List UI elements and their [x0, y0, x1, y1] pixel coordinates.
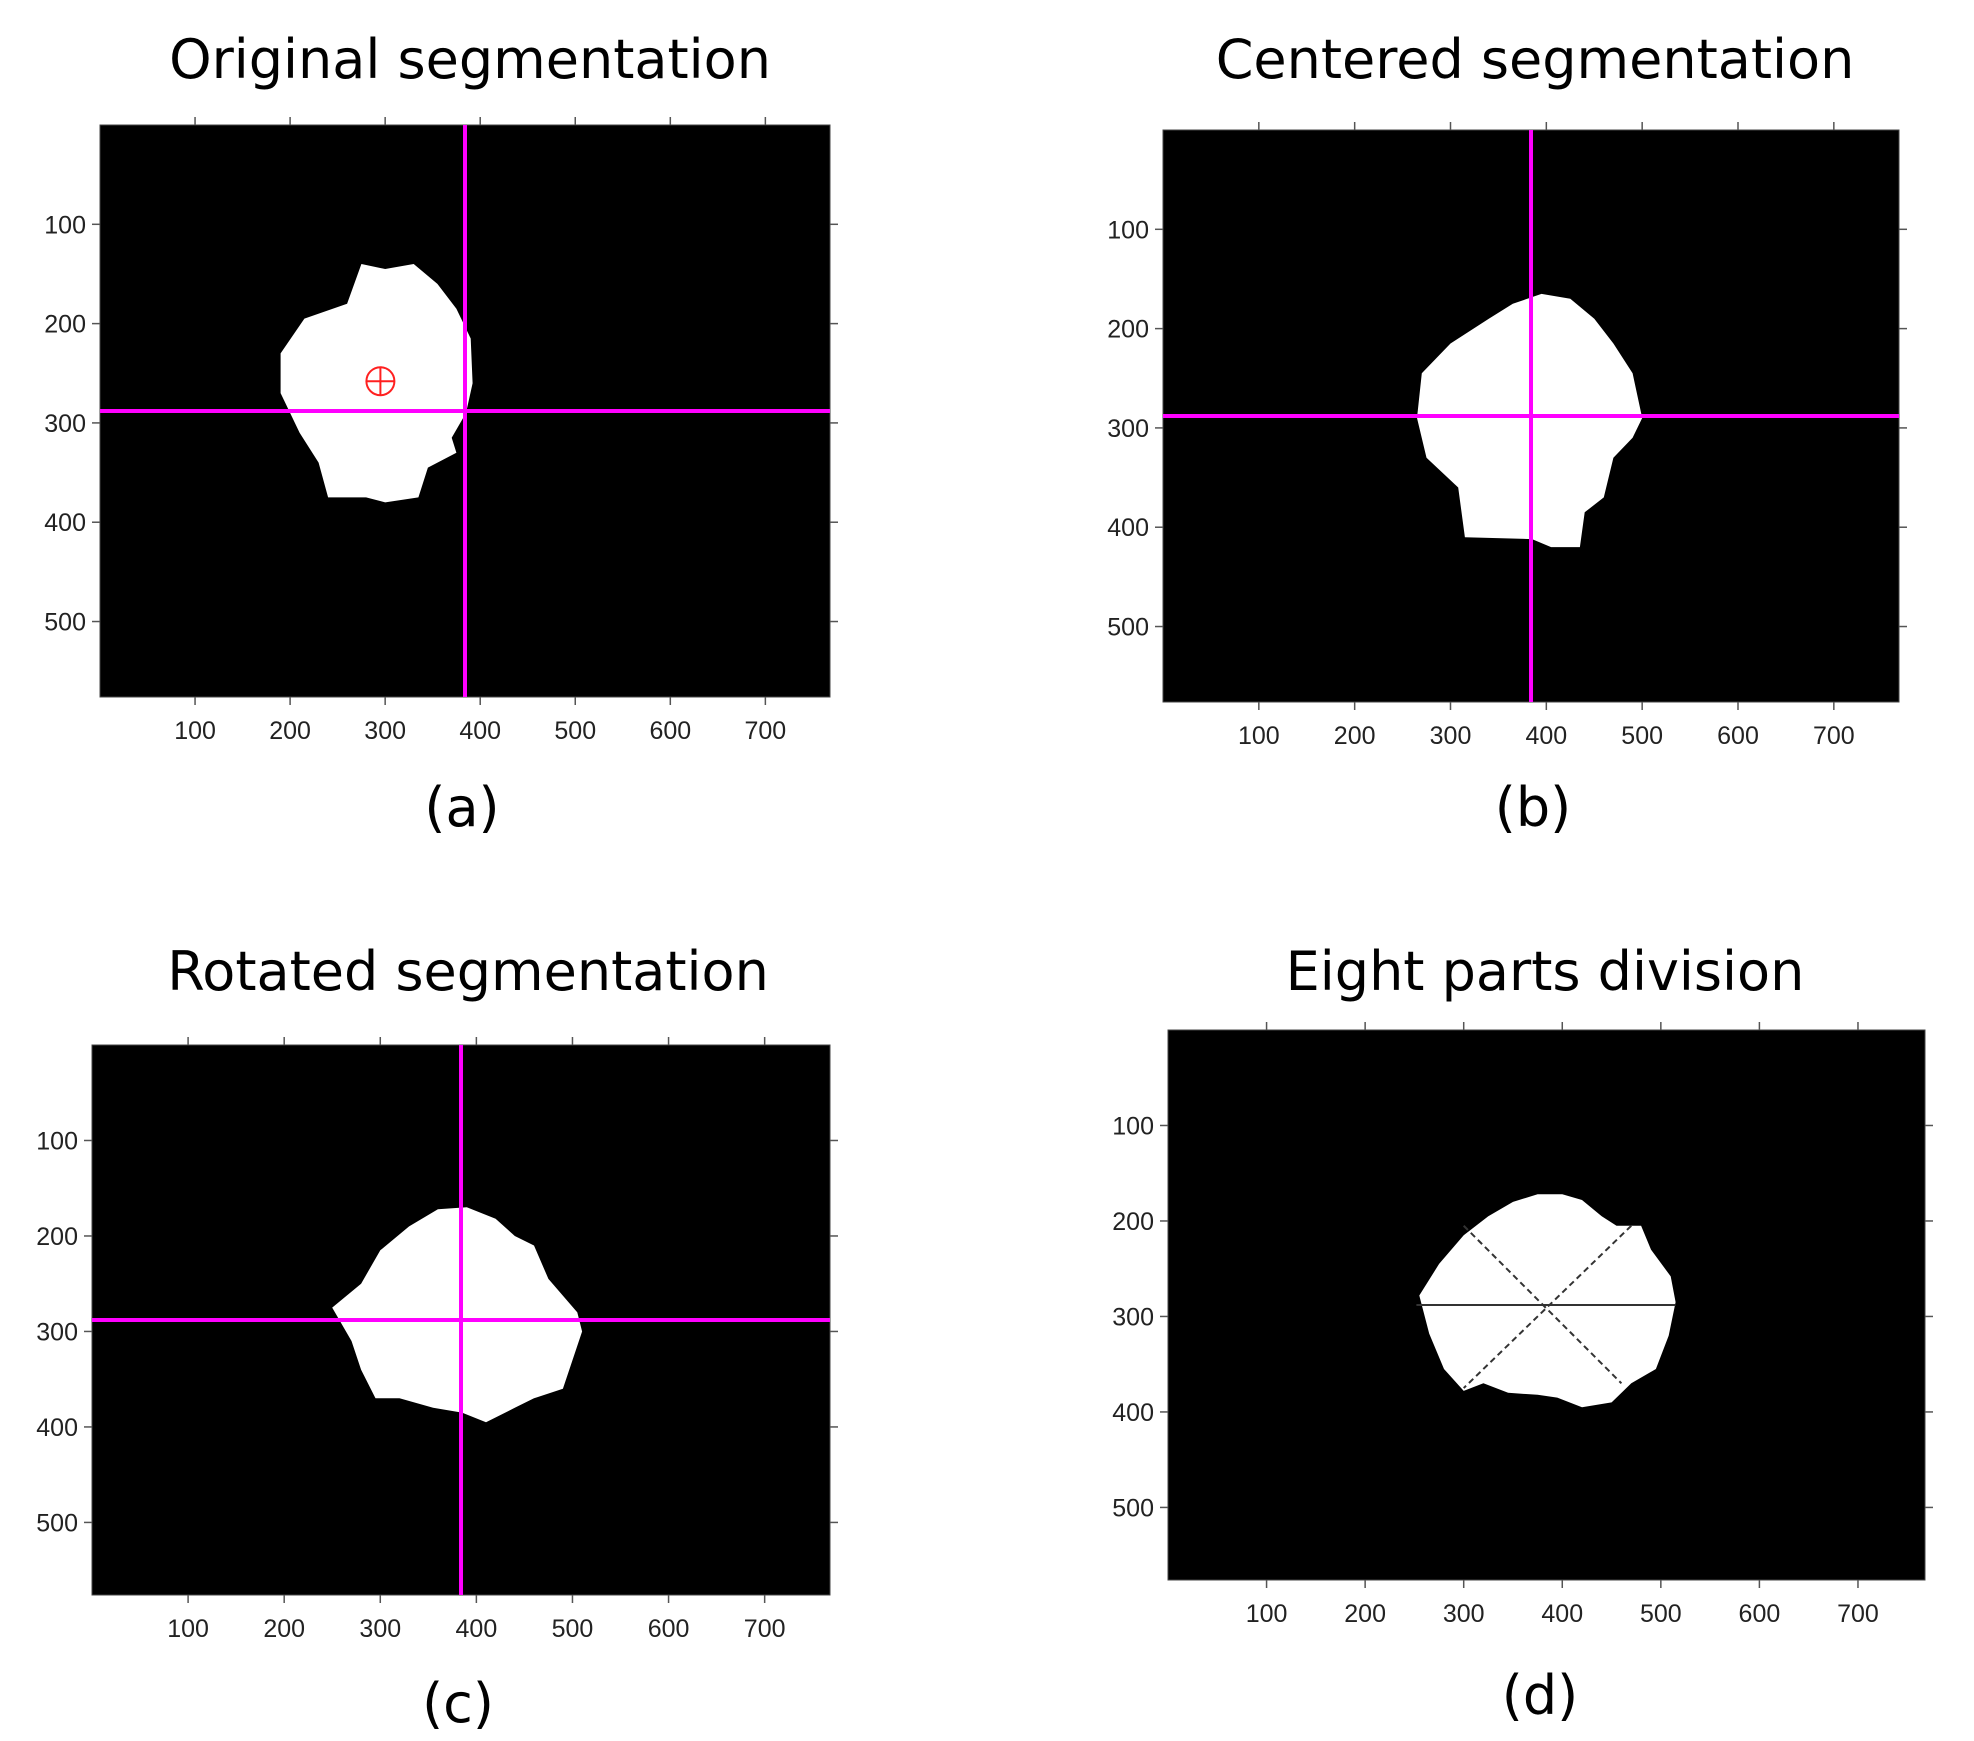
- y-tick-label-b: 100: [1107, 216, 1149, 244]
- x-tick-label-c: 500: [552, 1615, 594, 1643]
- y-tick-label-a: 200: [44, 311, 86, 339]
- y-tick-label-c: 500: [36, 1509, 78, 1537]
- x-tick-label-a: 400: [459, 717, 501, 745]
- y-tick-label-a: 400: [44, 509, 86, 537]
- y-tick-label-d: 200: [1112, 1208, 1154, 1236]
- caption-c: (c): [422, 1672, 494, 1735]
- x-tick-label-c: 200: [263, 1615, 305, 1643]
- y-tick-label-b: 300: [1107, 415, 1149, 443]
- y-tick-label-d: 300: [1112, 1303, 1154, 1331]
- x-tick-label-d: 500: [1640, 1600, 1682, 1628]
- x-tick-label-b: 500: [1621, 722, 1663, 750]
- y-tick-label-b: 500: [1107, 614, 1149, 642]
- segmentation-c: [332, 1207, 583, 1423]
- y-tick-label-c: 400: [36, 1414, 78, 1442]
- x-tick-label-d: 600: [1739, 1600, 1781, 1628]
- caption-b: (b): [1494, 776, 1572, 839]
- y-tick-label-d: 400: [1112, 1399, 1154, 1427]
- title-a: Original segmentation: [169, 28, 771, 91]
- x-tick-label-a: 200: [269, 717, 311, 745]
- y-tick-label-c: 300: [36, 1318, 78, 1346]
- x-tick-label-a: 500: [554, 717, 596, 745]
- x-tick-label-d: 400: [1541, 1600, 1583, 1628]
- title-d: Eight parts division: [1285, 940, 1805, 1003]
- x-tick-label-b: 400: [1525, 722, 1567, 750]
- division-line-diagonal-1: [1462, 1225, 1623, 1385]
- x-tick-label-b: 100: [1238, 722, 1280, 750]
- x-tick-label-b: 600: [1717, 722, 1759, 750]
- y-tick-label-b: 400: [1107, 514, 1149, 542]
- y-tick-label-c: 200: [36, 1223, 78, 1251]
- x-tick-label-a: 300: [364, 717, 406, 745]
- x-tick-label-c: 600: [648, 1615, 690, 1643]
- caption-d: (d): [1501, 1664, 1579, 1727]
- x-tick-label-a: 600: [649, 717, 691, 745]
- y-tick-label-c: 100: [36, 1127, 78, 1155]
- segmentation-a: [280, 264, 473, 503]
- x-tick-label-d: 300: [1443, 1600, 1485, 1628]
- title-b: Centered segmentation: [1215, 28, 1855, 91]
- caption-a: (a): [424, 776, 500, 839]
- x-tick-label-d: 100: [1246, 1600, 1288, 1628]
- x-tick-label-b: 300: [1430, 722, 1472, 750]
- x-tick-label-c: 700: [744, 1615, 786, 1643]
- y-tick-label-a: 300: [44, 410, 86, 438]
- y-tick-label-b: 200: [1107, 316, 1149, 344]
- y-tick-label-a: 100: [44, 211, 86, 239]
- x-tick-label-a: 100: [174, 717, 216, 745]
- y-tick-label-d: 100: [1112, 1112, 1154, 1140]
- title-c: Rotated segmentation: [167, 940, 769, 1003]
- panel-b: 100 200 300 400 500 600 700 100 200 300 400 500: [1107, 122, 1907, 750]
- y-tick-label-a: 500: [44, 609, 86, 637]
- x-tick-label-d: 200: [1344, 1600, 1386, 1628]
- panel-d: 100 200 300 400 500 600 700 100 200 300 400 500: [1112, 1022, 1933, 1628]
- segmentation-d: [1419, 1194, 1676, 1408]
- x-tick-label-b: 200: [1334, 722, 1376, 750]
- x-tick-label-b: 700: [1813, 722, 1855, 750]
- x-tick-label-c: 300: [359, 1615, 401, 1643]
- x-tick-label-c: 400: [456, 1615, 498, 1643]
- division-line-diagonal-2: [1463, 1225, 1632, 1389]
- x-tick-label-a: 700: [745, 717, 787, 745]
- panel-c: 100 200 300 400 500 600 700 100 200 300 400 500: [36, 1037, 838, 1643]
- x-tick-label-d: 700: [1837, 1600, 1879, 1628]
- x-tick-label-c: 100: [167, 1615, 209, 1643]
- panel-a: 100 200 300 400 500 600 700 100 200 300 400 500: [44, 117, 838, 745]
- y-tick-label-d: 500: [1112, 1494, 1154, 1522]
